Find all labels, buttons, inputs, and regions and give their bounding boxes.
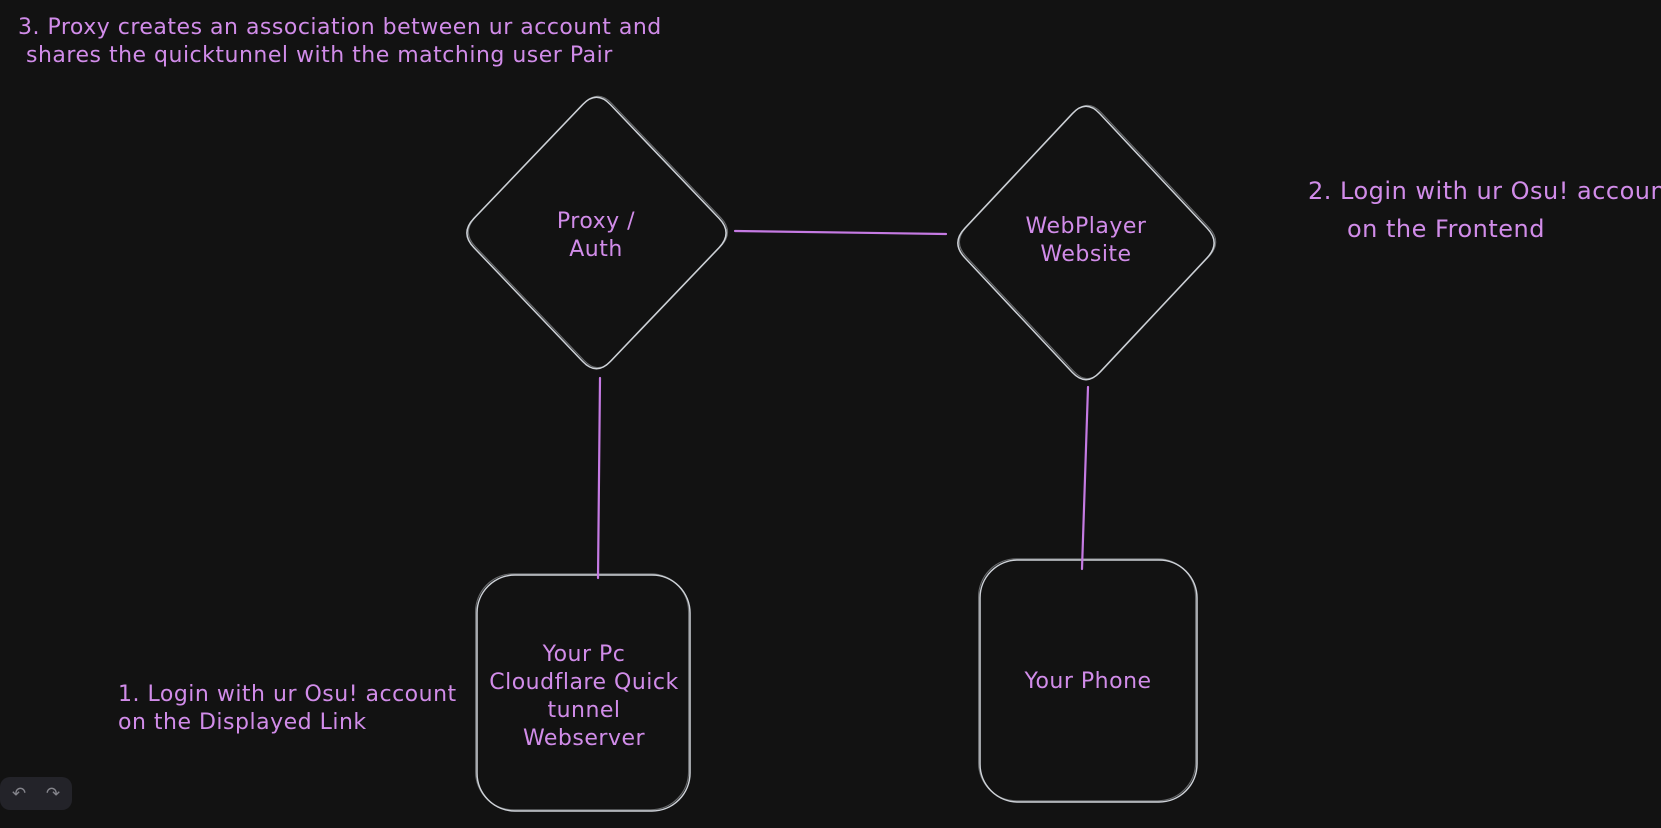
annotation-step-3-line-2: shares the quicktunnel with the matching…	[26, 43, 613, 68]
label-proxy-auth[interactable]: Proxy / Auth	[446, 208, 746, 264]
diamond-proxy-auth[interactable]	[466, 95, 729, 370]
annotation-step-2-line-1: 2. Login with ur Osu! account	[1308, 177, 1661, 205]
undo-redo-toolbar: ↶ ↷	[0, 777, 72, 810]
annotation-step-2-line-2: on the Frontend	[1347, 215, 1545, 243]
annotation-step-1-line-2: on the Displayed Link	[118, 710, 367, 735]
annotation-step-2[interactable]: 2. Login with ur Osu! account on the Fro…	[1308, 172, 1661, 248]
undo-icon: ↶	[11, 783, 27, 804]
redo-button[interactable]: ↷	[40, 781, 66, 807]
label-proxy-auth-line-1: Proxy /	[556, 209, 636, 234]
label-webplayer-line-1: WebPlayer	[1025, 214, 1147, 239]
label-pc-line-4: Webserver	[522, 726, 646, 751]
rect-your-phone[interactable]	[977, 558, 1198, 803]
connector-proxy-to-webplayer[interactable]	[733, 229, 948, 236]
connector-proxy-to-pc[interactable]	[596, 376, 602, 580]
label-webplayer-line-2: Website	[1040, 242, 1132, 267]
redo-icon: ↷	[45, 783, 61, 804]
label-proxy-auth-line-2: Auth	[569, 237, 623, 262]
label-your-phone-line-1: Your Phone	[1024, 669, 1152, 694]
label-your-phone[interactable]: Your Phone	[988, 668, 1188, 696]
connector-webplayer-to-phone[interactable]	[1080, 385, 1090, 571]
label-pc-line-2: Cloudflare Quick	[489, 670, 679, 695]
diamond-webplayer-website[interactable]	[957, 104, 1217, 381]
undo-button[interactable]: ↶	[6, 781, 32, 807]
annotation-step-1-line-1: 1. Login with ur Osu! account	[118, 682, 457, 707]
annotation-step-3-line-1: 3. Proxy creates an association between …	[18, 15, 662, 40]
label-pc-tunnel-webserver[interactable]: Your Pc Cloudflare Quick tunnel Webserve…	[473, 641, 695, 753]
label-webplayer-website[interactable]: WebPlayer Website	[936, 213, 1236, 269]
label-pc-line-3: tunnel	[547, 698, 621, 723]
label-pc-line-1: Your Pc	[542, 642, 626, 667]
annotation-step-3[interactable]: 3. Proxy creates an association between …	[18, 14, 662, 70]
rect-pc-tunnel-webserver[interactable]	[475, 573, 691, 812]
annotation-step-1[interactable]: 1. Login with ur Osu! account on the Dis…	[118, 681, 457, 737]
